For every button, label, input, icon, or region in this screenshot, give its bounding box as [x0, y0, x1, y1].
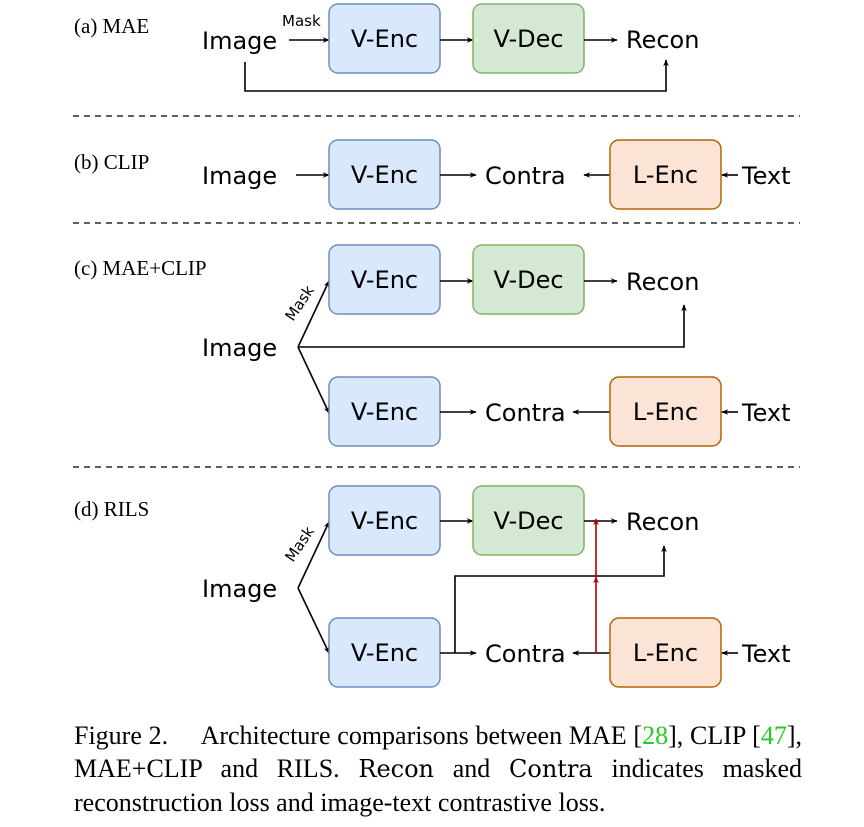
- skip-connection-image-to-recon: [244, 59, 669, 92]
- v-enc-label: V-Enc: [351, 161, 418, 189]
- arrow-image-to-venc-bottom: [297, 587, 330, 654]
- caption-text-3: ], MAE+CLIP and RILS.: [74, 721, 802, 783]
- section-a-title: (a) MAE: [74, 14, 149, 38]
- caption-text-2: ], CLIP [: [668, 721, 761, 750]
- l-enc-label: L-Enc: [633, 398, 698, 426]
- l-enc-box: L-Enc: [609, 376, 722, 447]
- l-enc-box: L-Enc: [609, 139, 722, 210]
- citation-clip[interactable]: 47: [760, 721, 787, 750]
- v-enc-box: V-Enc: [328, 3, 441, 74]
- citation-mae[interactable]: 28: [642, 721, 669, 750]
- section-c-title: (c) MAE+CLIP: [74, 256, 207, 280]
- v-enc-box: V-Enc: [328, 139, 441, 210]
- section-b-title: (b) CLIP: [74, 150, 149, 174]
- caption-prefix: Figure 2.: [74, 721, 169, 750]
- image-label: Image: [202, 334, 277, 362]
- arrow-image-to-venc-bottom: [297, 346, 330, 414]
- section-d-rils: (d) RILS Image Mask V-Enc V-Dec Recon V-…: [74, 485, 791, 688]
- caption-math-contra: Contra: [509, 755, 593, 783]
- v-dec-box: V-Dec: [472, 3, 585, 74]
- v-enc-bottom-box: V-Enc: [328, 617, 441, 688]
- architecture-diagram: (a) MAE Image Mask V-Enc V-Dec Recon (b)…: [73, 3, 800, 688]
- section-b-clip: (b) CLIP Image V-Enc Contra L-Enc Text: [74, 139, 791, 210]
- v-enc-label: V-Enc: [351, 25, 418, 53]
- arrow-image-to-venc-top: [297, 280, 330, 348]
- text-label: Text: [741, 399, 791, 427]
- contra-label: Contra: [485, 399, 566, 427]
- arrow-image-to-venc-top: [297, 521, 330, 589]
- v-dec-box: V-Dec: [472, 244, 585, 315]
- section-d-title: (d) RILS: [74, 497, 149, 521]
- caption-text-5: indicates masked reconstruction loss and…: [74, 754, 803, 817]
- contra-label: Contra: [485, 162, 566, 190]
- text-label: Text: [741, 640, 791, 668]
- figure-caption: Figure 2. Architecture comparisons betwe…: [74, 719, 802, 819]
- v-enc-label: V-Enc: [351, 266, 418, 294]
- v-enc-top-box: V-Enc: [328, 485, 441, 556]
- caption-text-4: and: [434, 754, 510, 783]
- v-dec-box: V-Dec: [472, 485, 585, 556]
- v-enc-label: V-Enc: [351, 507, 418, 535]
- v-dec-label: V-Dec: [493, 25, 563, 53]
- recon-label: Recon: [626, 26, 699, 54]
- v-enc-label: V-Enc: [351, 639, 418, 667]
- recon-label: Recon: [626, 268, 699, 296]
- v-enc-top-box: V-Enc: [328, 244, 441, 315]
- skip-connection-image-to-recon: [298, 304, 687, 348]
- l-enc-label: L-Enc: [633, 161, 698, 189]
- mask-label: Mask: [281, 282, 318, 324]
- contra-label: Contra: [485, 640, 566, 668]
- image-label: Image: [202, 575, 277, 603]
- v-dec-label: V-Dec: [493, 266, 563, 294]
- caption-math-recon: Recon: [358, 755, 435, 783]
- image-label: Image: [202, 27, 277, 55]
- arrow-venc-feature-to-recon: [454, 545, 667, 653]
- l-enc-box: L-Enc: [609, 617, 722, 688]
- v-enc-label: V-Enc: [351, 398, 418, 426]
- image-label: Image: [202, 162, 277, 190]
- v-dec-label: V-Dec: [493, 507, 563, 535]
- section-a-mae: (a) MAE Image Mask V-Enc V-Dec Recon: [74, 3, 699, 92]
- text-label: Text: [741, 162, 791, 190]
- l-enc-label: L-Enc: [633, 639, 698, 667]
- mask-label: Mask: [281, 523, 318, 565]
- section-c-mae-clip: (c) MAE+CLIP Image Mask V-Enc V-Dec Reco…: [74, 244, 791, 447]
- caption-text-1: Architecture comparisons between MAE [: [200, 721, 643, 750]
- recon-label: Recon: [626, 508, 699, 536]
- mask-label: Mask: [282, 12, 321, 30]
- v-enc-bottom-box: V-Enc: [328, 376, 441, 447]
